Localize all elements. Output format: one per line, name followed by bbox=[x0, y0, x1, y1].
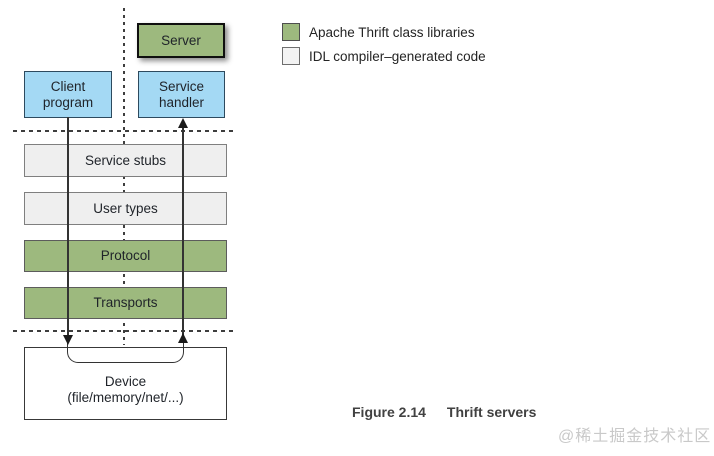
legend-green-label: Apache Thrift class libraries bbox=[309, 25, 475, 40]
protocol-label: Protocol bbox=[100, 248, 151, 264]
lower-boundary-dashed-line bbox=[13, 330, 235, 332]
arrow-down-into-device-icon bbox=[63, 335, 73, 345]
service-handler-box: Service handler bbox=[138, 71, 225, 118]
legend-green-swatch bbox=[282, 23, 300, 41]
client-program-label: Client program bbox=[42, 78, 94, 110]
legend-gray-swatch bbox=[282, 47, 300, 65]
arrow-up-from-device-icon bbox=[178, 333, 188, 343]
transports-box: Transports bbox=[24, 287, 227, 319]
figure-caption-title: Thrift servers bbox=[446, 404, 537, 420]
user-types-label: User types bbox=[93, 200, 158, 216]
transports-label: Transports bbox=[93, 295, 158, 311]
service-stubs-label: Service stubs bbox=[84, 152, 167, 168]
device-label: Device bbox=[104, 374, 147, 390]
watermark-text: @稀土掘金技术社区 bbox=[558, 428, 712, 445]
user-types-box: User types bbox=[24, 192, 227, 225]
device-box: Device (file/memory/net/...) bbox=[24, 347, 227, 420]
device-to-handler-line bbox=[182, 120, 184, 341]
upper-boundary-dashed-line bbox=[13, 130, 235, 132]
arrow-up-into-service-handler-icon bbox=[178, 118, 188, 128]
client-to-device-line bbox=[67, 117, 69, 341]
device-sublabel: (file/memory/net/...) bbox=[67, 390, 184, 406]
server-label: Server bbox=[161, 32, 201, 48]
figure-caption-number: Figure 2.14 bbox=[352, 404, 426, 420]
device-u-bend-connector bbox=[67, 340, 184, 363]
protocol-box: Protocol bbox=[24, 240, 227, 272]
figure-caption: Figure 2.14 Thrift servers bbox=[352, 404, 536, 420]
client-program-box: Client program bbox=[24, 71, 112, 118]
legend-gray-label: IDL compiler–generated code bbox=[309, 49, 486, 64]
service-stubs-box: Service stubs bbox=[24, 144, 227, 177]
service-handler-label: Service handler bbox=[158, 78, 205, 110]
server-box: Server bbox=[137, 23, 225, 58]
